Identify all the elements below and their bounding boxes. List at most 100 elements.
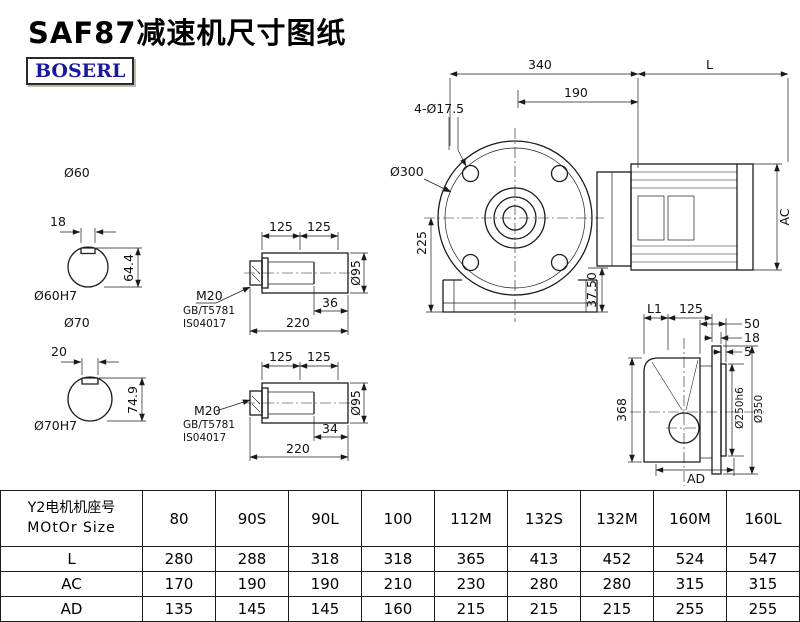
dim-L: L	[637, 57, 789, 162]
stator-block	[637, 195, 665, 241]
bolt-head-top	[249, 260, 263, 286]
std-iso-label: IS04017	[183, 432, 226, 444]
shaft60-keyway	[80, 247, 96, 255]
front-view: 340 L 190 4-Ø17.5	[390, 57, 792, 322]
dim-5-label: 5	[744, 344, 752, 359]
dim-37-50: 37.50	[584, 267, 608, 313]
shaft-end-view-70: Ø70 20 74.9 Ø70H7	[34, 315, 146, 433]
dim-74-9-label: 74.9	[125, 386, 140, 414]
seal-circle	[493, 196, 537, 240]
dim-125-label: 125	[679, 301, 703, 316]
motor-size-header-cell: Y2电机机座号 MOtOr Size	[0, 490, 143, 547]
dim-cell: 215	[507, 596, 581, 622]
dim-dia95-label: Ø95	[348, 260, 363, 286]
dim-cell: 230	[434, 571, 508, 597]
size-column-header: 132S	[507, 490, 581, 547]
dim-cell: 145	[288, 596, 362, 622]
holes-label: 4-Ø17.5	[414, 101, 464, 116]
brand-logo: BOSERL	[26, 57, 135, 85]
side-view: L1 125 50 18 5	[614, 301, 765, 486]
dim-cell: 547	[726, 546, 800, 572]
flange-inner-circle	[444, 147, 586, 289]
motor-adapter	[596, 171, 632, 267]
bolt-hole	[550, 164, 569, 183]
dim-L1-125: L1 125	[643, 301, 713, 354]
size-column-header: 132M	[580, 490, 654, 547]
dim-dia95-bottom: Ø95	[348, 382, 368, 424]
dim-cell: 280	[142, 546, 216, 572]
dim-cell: 190	[215, 571, 289, 597]
size-column-header: 112M	[434, 490, 508, 547]
page-title: SAF87减速机尺寸图纸	[28, 16, 347, 50]
technical-drawing: Ø60 18 64.4 Ø60H7 Ø70	[34, 57, 792, 486]
dim-340: 340	[449, 57, 639, 168]
dim-cell: 255	[653, 596, 727, 622]
thread-m20-label: M20	[196, 288, 223, 303]
shaft70-bore-label: Ø70H7	[34, 418, 77, 433]
dim-18-label: 18	[744, 330, 760, 345]
dim-AC: AC	[753, 163, 792, 271]
dim-cell: 170	[142, 571, 216, 597]
dim-220-top: 220	[249, 287, 349, 335]
dim-cell: 452	[580, 546, 654, 572]
row-label-L: L	[0, 546, 143, 572]
dim-36: 36	[313, 286, 349, 315]
size-column-header: 90S	[215, 490, 289, 547]
dim-cell: 318	[288, 546, 362, 572]
dim-5: 5	[713, 344, 752, 359]
hub-circle	[484, 187, 546, 249]
dim-340-label: 340	[528, 57, 552, 72]
size-column-header: 90L	[288, 490, 362, 547]
dim-keyway-18: 18	[50, 214, 116, 243]
gearbox-body	[643, 357, 701, 463]
shaft70-circle	[67, 376, 113, 422]
dim-cell: 315	[653, 571, 727, 597]
motor-size-label-cn: Y2电机机座号	[27, 500, 116, 517]
dim-cell: 315	[726, 571, 800, 597]
shaft60-dia-label: Ø60	[64, 165, 90, 180]
dim-cell: 413	[507, 546, 581, 572]
dim-cell: 280	[507, 571, 581, 597]
std-gb-label: GB/T5781	[183, 419, 235, 431]
dim-125a-label: 125	[269, 219, 293, 234]
flange-outer-circle	[437, 140, 593, 296]
row-label-AD: AD	[0, 596, 143, 622]
motor-size-label-en: MOtOr Size	[27, 520, 116, 537]
shaft-end-view-60: Ø60 18 64.4 Ø60H7	[34, 165, 142, 303]
table-row-L: L 280 288 318 318 365 413 452 524 547	[0, 546, 800, 572]
dim-height-64-4: 64.4	[96, 247, 142, 288]
output-flange	[711, 345, 722, 475]
dim-125b-label: 125	[307, 349, 331, 364]
shaft70-dia-label: Ø70	[64, 315, 90, 330]
size-column-header: 160M	[653, 490, 727, 547]
flange-spigot	[720, 363, 727, 457]
dim-keyway-20: 20	[51, 344, 119, 375]
dim-cell: 210	[361, 571, 435, 597]
dim-190-label: 190	[564, 85, 588, 100]
bolt-hole	[461, 253, 480, 272]
size-column-header: 100	[361, 490, 435, 547]
dim-20-label: 20	[51, 344, 67, 359]
table-row-AD: AD 135 145 145 160 215 215 215 255 255	[0, 596, 800, 622]
dim-64-4-label: 64.4	[121, 254, 136, 282]
dim-220-label: 220	[286, 315, 310, 330]
table-row-AC: AC 170 190 190 210 230 280 280 315 315	[0, 571, 800, 597]
dim-125b-label: 125	[307, 219, 331, 234]
dim-AD-label: AD	[687, 471, 705, 486]
shaft-hole-circle	[502, 205, 528, 231]
shaft60-circle	[67, 246, 109, 288]
motor-body	[630, 163, 754, 271]
table-header-row: Y2电机机座号 MOtOr Size 80 90S 90L 100 112M 1…	[0, 490, 800, 547]
shaft70-keyway	[81, 377, 99, 385]
dim-34-label: 34	[322, 421, 338, 436]
dim-36-label: 36	[322, 295, 338, 310]
bolt-hole	[550, 253, 569, 272]
dim-dia250: Ø250h6	[728, 363, 746, 457]
dim-cell: 135	[142, 596, 216, 622]
shaft-side-view-bottom: 125 125 M20 GB/T5781 IS04017 34	[183, 349, 368, 461]
dim-18-label: 18	[50, 214, 66, 229]
dim-cell: 215	[580, 596, 654, 622]
size-column-header: 80	[142, 490, 216, 547]
dim-18: 18	[704, 330, 760, 345]
